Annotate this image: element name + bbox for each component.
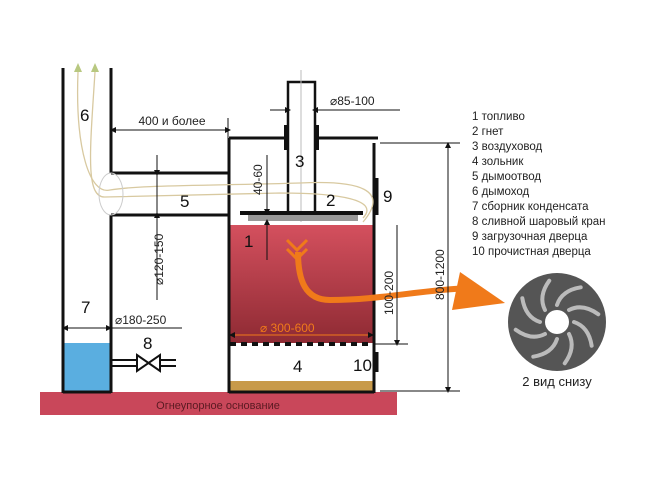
combustion-arrow bbox=[295, 251, 471, 304]
label-1: 1 bbox=[244, 232, 253, 251]
smoke-flow bbox=[76, 71, 374, 223]
dim-gap: 40-60 bbox=[251, 164, 265, 195]
legend-item: 3 воздуховод bbox=[472, 141, 542, 153]
ash-floor bbox=[230, 381, 373, 391]
legend-item: 9 загрузочная дверца bbox=[472, 231, 588, 243]
press-plate-bottom-view bbox=[508, 273, 606, 371]
label-3: 3 bbox=[295, 152, 304, 171]
label-9: 9 bbox=[383, 187, 392, 206]
dim-total-height: 800-1200 bbox=[433, 249, 447, 300]
label-10: 10 bbox=[353, 356, 372, 375]
label-2: 2 bbox=[326, 191, 335, 210]
label-4: 4 bbox=[293, 357, 302, 376]
legend-item: 7 сборник конденсата bbox=[472, 201, 589, 213]
label-5: 5 bbox=[180, 192, 189, 211]
label-8: 8 bbox=[143, 334, 152, 353]
fan-caption: 2 вид снизу bbox=[522, 374, 592, 389]
dim-flue-length: 400 и более bbox=[138, 114, 205, 128]
legend: 1 топливо 2 гнет 3 воздуховод 4 зольник … bbox=[472, 111, 606, 258]
legend-item: 1 топливо bbox=[472, 111, 525, 123]
legend-item: 2 гнет bbox=[472, 126, 504, 138]
fan-blade bbox=[562, 332, 574, 366]
base-label: Огнеупорное основание bbox=[156, 400, 280, 412]
dim-flue-diameter: ⌀120-150 bbox=[152, 233, 166, 285]
fan-blade bbox=[520, 296, 542, 324]
legend-item: 6 дымоход bbox=[472, 186, 530, 198]
dim-chimney-diameter: ⌀180-250 bbox=[115, 313, 167, 327]
fan-blade bbox=[555, 285, 583, 307]
fan-blade bbox=[513, 327, 547, 339]
fan-blade bbox=[572, 320, 594, 348]
dim-body-diameter: ⌀ 300-600 bbox=[260, 321, 315, 335]
condensate-water bbox=[63, 343, 111, 392]
label-7: 7 bbox=[81, 298, 90, 317]
drain-valve bbox=[111, 353, 176, 373]
fan-blade bbox=[540, 278, 552, 312]
dim-fuel-height: 100-200 bbox=[382, 271, 396, 315]
legend-item: 5 дымоотвод bbox=[472, 171, 541, 183]
legend-item: 10 прочистная дверца bbox=[472, 246, 591, 258]
fan-blade bbox=[567, 305, 601, 317]
legend-item: 8 сливной шаровый кран bbox=[472, 216, 606, 228]
legend-item: 4 зольник bbox=[472, 156, 524, 168]
fan-blade bbox=[531, 337, 559, 359]
refractory-base bbox=[40, 392, 397, 415]
label-6: 6 bbox=[80, 106, 89, 125]
chimney bbox=[61, 68, 229, 394]
dim-air-pipe: ⌀85-100 bbox=[330, 94, 375, 108]
